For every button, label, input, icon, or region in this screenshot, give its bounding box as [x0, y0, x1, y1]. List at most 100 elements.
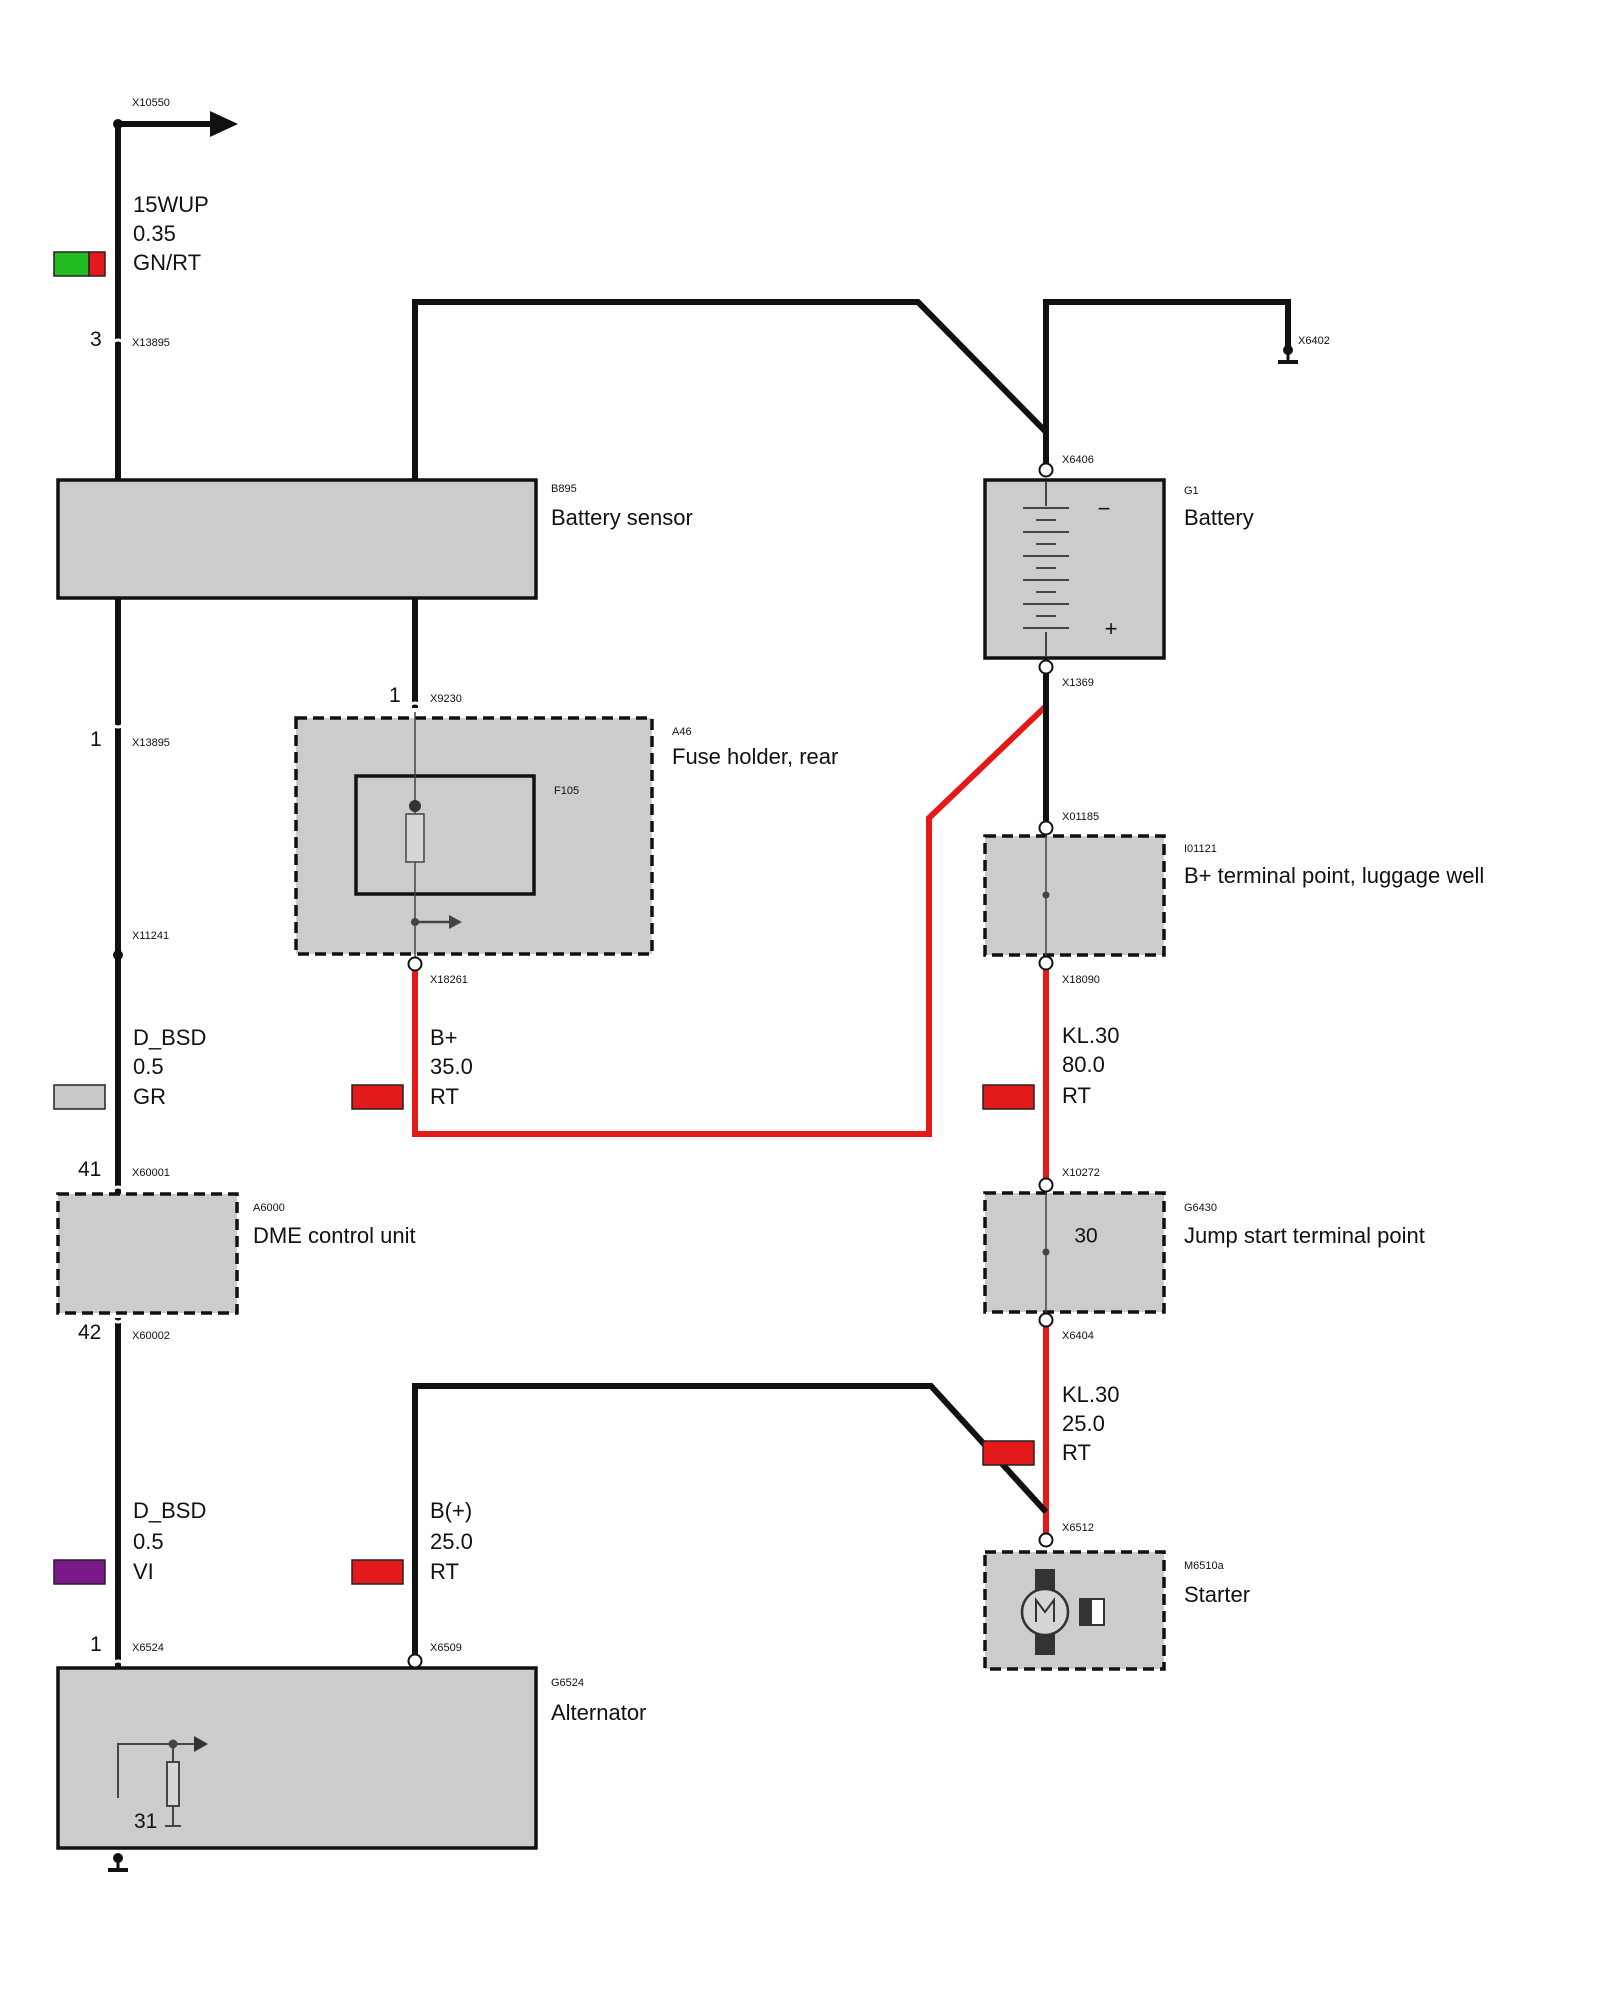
x11241-dot — [113, 950, 123, 960]
x13895-mid-hook — [109, 721, 127, 729]
battery-plus-symbol: + — [1105, 616, 1118, 641]
fuse-holder-name: Fuse holder, rear — [672, 744, 838, 769]
battery-minus-symbol: − — [1098, 496, 1111, 521]
pin-x13895-mid: 1 — [90, 728, 102, 751]
connector-x6524: X6524 — [132, 1642, 164, 1654]
jump-start-name: Jump start terminal point — [1184, 1223, 1425, 1248]
battery-box[interactable] — [983, 478, 1166, 660]
wire-bplus-fuse-signal: B+ — [430, 1025, 458, 1050]
battery-sensor-box[interactable] — [56, 478, 538, 600]
wire-15wup-size: 0.35 — [133, 221, 176, 246]
wire-battery-to-ground — [1043, 299, 1291, 432]
wire-b-plus-fuse — [412, 703, 1049, 1137]
connector-x60001: X60001 — [132, 1167, 170, 1179]
starter-box[interactable] — [983, 1550, 1166, 1671]
connector-x13895-top: X13895 — [132, 337, 170, 349]
fuse-f105-frame — [354, 774, 536, 896]
wire-dbsd1-signal: D_BSD — [133, 1025, 206, 1050]
fuse-output-arrow-icon — [449, 915, 462, 929]
motor-icon — [1020, 1569, 1105, 1655]
x10272-connector — [1038, 1177, 1054, 1193]
connector-x6509: X6509 — [430, 1642, 462, 1654]
wire-b-plus-alternator — [412, 1383, 1049, 1661]
x01185-connector — [1038, 820, 1054, 836]
x18261-connector — [407, 956, 423, 972]
ground-x6402-icon — [1278, 345, 1298, 364]
connector-x11241: X11241 — [132, 930, 169, 942]
b-plus-terminal-dot — [1042, 891, 1050, 899]
dme-control-unit-box[interactable] — [56, 1192, 239, 1315]
connector-x9230: X9230 — [430, 693, 462, 705]
x9230-hook — [406, 701, 424, 709]
fuse-code: F105 — [554, 785, 579, 797]
fuse-holder-box[interactable] — [294, 716, 654, 956]
connector-x18261: X18261 — [430, 974, 468, 986]
x1369-connector — [1038, 659, 1054, 675]
jump-start-pin-label: 30 — [1074, 1225, 1097, 1248]
b-plus-terminal-code: I01121 — [1184, 843, 1217, 855]
connector-x6512: X6512 — [1062, 1522, 1094, 1534]
ground-alternator-icon — [108, 1853, 128, 1872]
connector-x10272: X10272 — [1062, 1167, 1100, 1179]
battery-sensor-code: B895 — [551, 483, 577, 495]
alternator-name: Alternator — [551, 1700, 646, 1725]
dme-code: A6000 — [253, 1202, 285, 1214]
jump-start-terminal-box[interactable] — [983, 1191, 1166, 1314]
battery-name: Battery — [1184, 505, 1254, 530]
voltage-regulator-icon — [117, 1739, 197, 1827]
wire-bplus-fuse-size: 35.0 — [430, 1054, 473, 1079]
wire-dbsd2-color: VI — [133, 1559, 154, 1584]
wire-bplus-alt-size: 25.0 — [430, 1529, 473, 1554]
wire-kl30-80-color: RT — [1062, 1083, 1091, 1108]
wire-bplus-fuse-swatch — [351, 1084, 404, 1110]
wire-dbsd2-signal: D_BSD — [133, 1498, 206, 1523]
pin-x60002: 42 — [78, 1321, 101, 1344]
x6406-connector — [1038, 462, 1054, 478]
jump-start-code: G6430 — [1184, 1202, 1217, 1214]
x6524-hook — [109, 1659, 127, 1667]
b-plus-terminal-box[interactable] — [983, 834, 1166, 957]
connector-x01185: X01185 — [1062, 811, 1099, 823]
wire-dbsd1-color: GR — [133, 1084, 166, 1109]
fuse-icon — [405, 813, 425, 863]
x6509-connector — [407, 1653, 423, 1669]
wire-kl30-25-signal: KL.30 — [1062, 1382, 1120, 1407]
battery-sensor-name: Battery sensor — [551, 505, 693, 530]
alternator-code: G6524 — [551, 1677, 584, 1689]
starter-name: Starter — [1184, 1582, 1250, 1607]
wire-bplus-alt-swatch — [351, 1559, 404, 1585]
wire-15wup-swatch-b — [88, 251, 106, 277]
wire-kl30-80-size: 80.0 — [1062, 1052, 1105, 1077]
x6512-connector — [1038, 1532, 1054, 1548]
wire-dbsd2-swatch — [53, 1559, 106, 1585]
regulator-arrow-icon — [194, 1736, 208, 1752]
connector-x13895-mid: X13895 — [132, 737, 170, 749]
starter-code: M6510a — [1184, 1560, 1225, 1572]
wire-kl30-80-swatch — [982, 1084, 1035, 1110]
wire-kl30-25-color: RT — [1062, 1440, 1091, 1465]
x10550-dot — [113, 119, 123, 129]
pin-x13895-top: 3 — [90, 328, 102, 351]
wire-dbsd1-size: 0.5 — [133, 1054, 164, 1079]
wire-bplus-fuse-color: RT — [430, 1084, 459, 1109]
pin-x9230: 1 — [389, 684, 401, 707]
wire-15wup-color: GN/RT — [133, 250, 201, 275]
arrow-right-icon — [210, 111, 238, 137]
wire-dbsd1-swatch — [53, 1084, 106, 1110]
connector-x18090: X18090 — [1062, 974, 1100, 986]
wire-dbsd2-size: 0.5 — [133, 1529, 164, 1554]
wire-bplus-alt-signal: B(+) — [430, 1498, 472, 1523]
wire-kl30-25-size: 25.0 — [1062, 1411, 1105, 1436]
wire-sensor-to-battery-minus — [412, 299, 1049, 480]
wire-kl30-80-signal: KL.30 — [1062, 1023, 1120, 1048]
connector-x1369: X1369 — [1062, 677, 1094, 689]
connector-x6406: X6406 — [1062, 454, 1094, 466]
connector-x10550: X10550 — [132, 97, 170, 109]
alternator-pin-31: 31 — [134, 1810, 157, 1833]
x6404-connector — [1038, 1312, 1054, 1328]
x60001-hook — [109, 1185, 127, 1193]
wire-15wup-swatch-a — [53, 251, 90, 277]
battery-code: G1 — [1184, 485, 1199, 497]
alternator-box[interactable] — [56, 1666, 538, 1850]
dme-name: DME control unit — [253, 1223, 416, 1248]
